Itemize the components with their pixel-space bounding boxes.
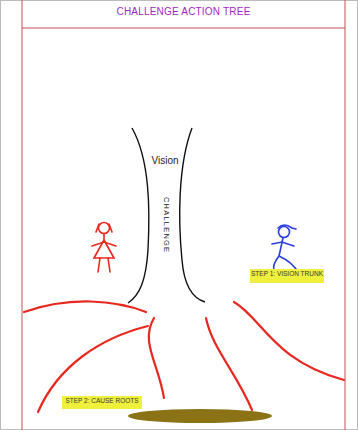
root-line	[24, 301, 146, 312]
diagram-title: CHALLENGE ACTION TREE	[22, 6, 345, 17]
person-figure	[92, 223, 116, 273]
frame-line	[22, 28, 345, 29]
step-label: STEP 2: CAUSE ROOTS	[62, 396, 142, 409]
root-line	[149, 318, 164, 398]
root-line	[234, 302, 344, 380]
frame-line	[22, 0, 23, 430]
vision-trunk: VisionCHALLENGE	[125, 125, 210, 307]
root-line	[206, 318, 252, 410]
vertical-label: CHALLENGE	[162, 197, 170, 253]
person-figure	[272, 225, 298, 272]
node-text: STEP 1: VISION TRUNK	[250, 271, 324, 278]
frame-line	[345, 0, 346, 430]
cause-roots	[24, 301, 344, 412]
node-text: STEP 2: CAUSE ROOTS	[62, 398, 142, 405]
trunk-line	[180, 128, 205, 302]
step-label: STEP 1: VISION TRUNK	[250, 269, 324, 283]
node-text: Vision	[150, 156, 180, 166]
soil-patch	[128, 409, 272, 423]
root-line	[38, 326, 148, 412]
trunk-line	[128, 128, 149, 303]
